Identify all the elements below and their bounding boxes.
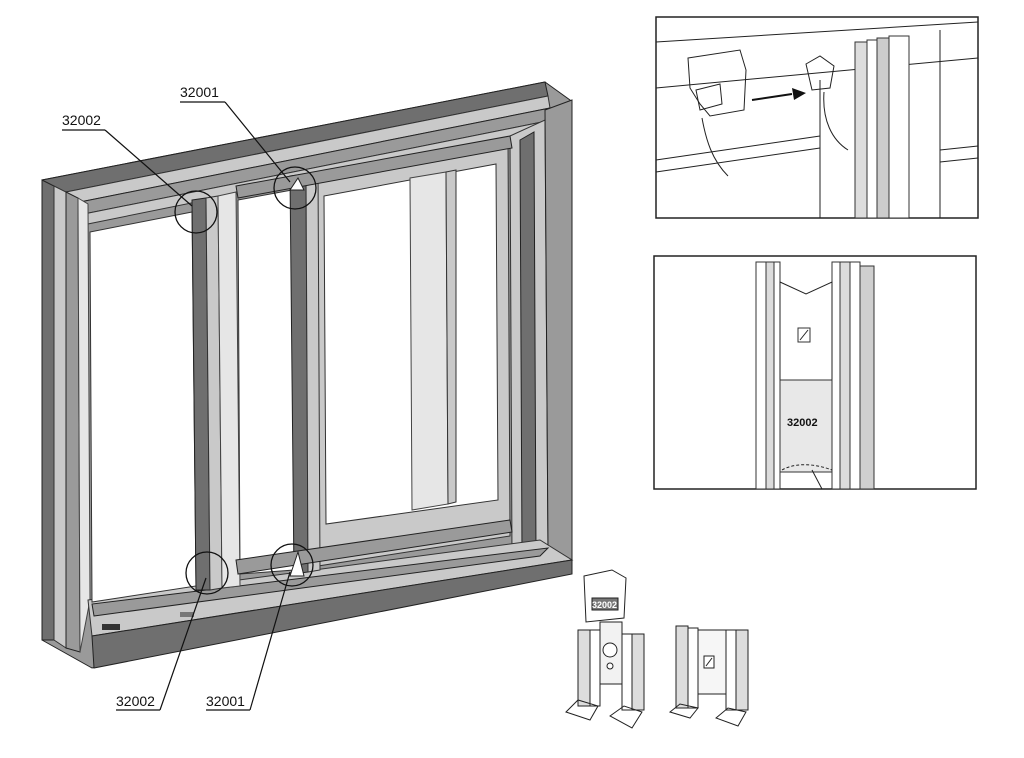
callout-label-bottom-center: 32001	[206, 693, 245, 709]
callout-label-top-center: 32001	[180, 84, 219, 100]
right-arrow-icon	[751, 88, 806, 101]
detail-circle-bottom-center	[270, 543, 314, 587]
detail-circle-top-center	[273, 166, 317, 210]
bottom-part-label: 32002	[592, 600, 617, 610]
part-32002-drawing: 32002	[565, 569, 645, 729]
detail-part-label: 32002	[787, 417, 818, 429]
detail-panel-clip-insertion	[655, 16, 979, 219]
callout-label-top-left: 32002	[62, 112, 101, 128]
detail-circle-bottom-left	[185, 551, 229, 595]
callout-label-bottom-left: 32002	[116, 693, 155, 709]
detail-circle-top-left	[174, 190, 218, 234]
window-frame-drawing	[41, 81, 574, 669]
detail-panel-clip-installed: 32002	[653, 255, 977, 490]
part-32001-drawing	[668, 625, 749, 727]
